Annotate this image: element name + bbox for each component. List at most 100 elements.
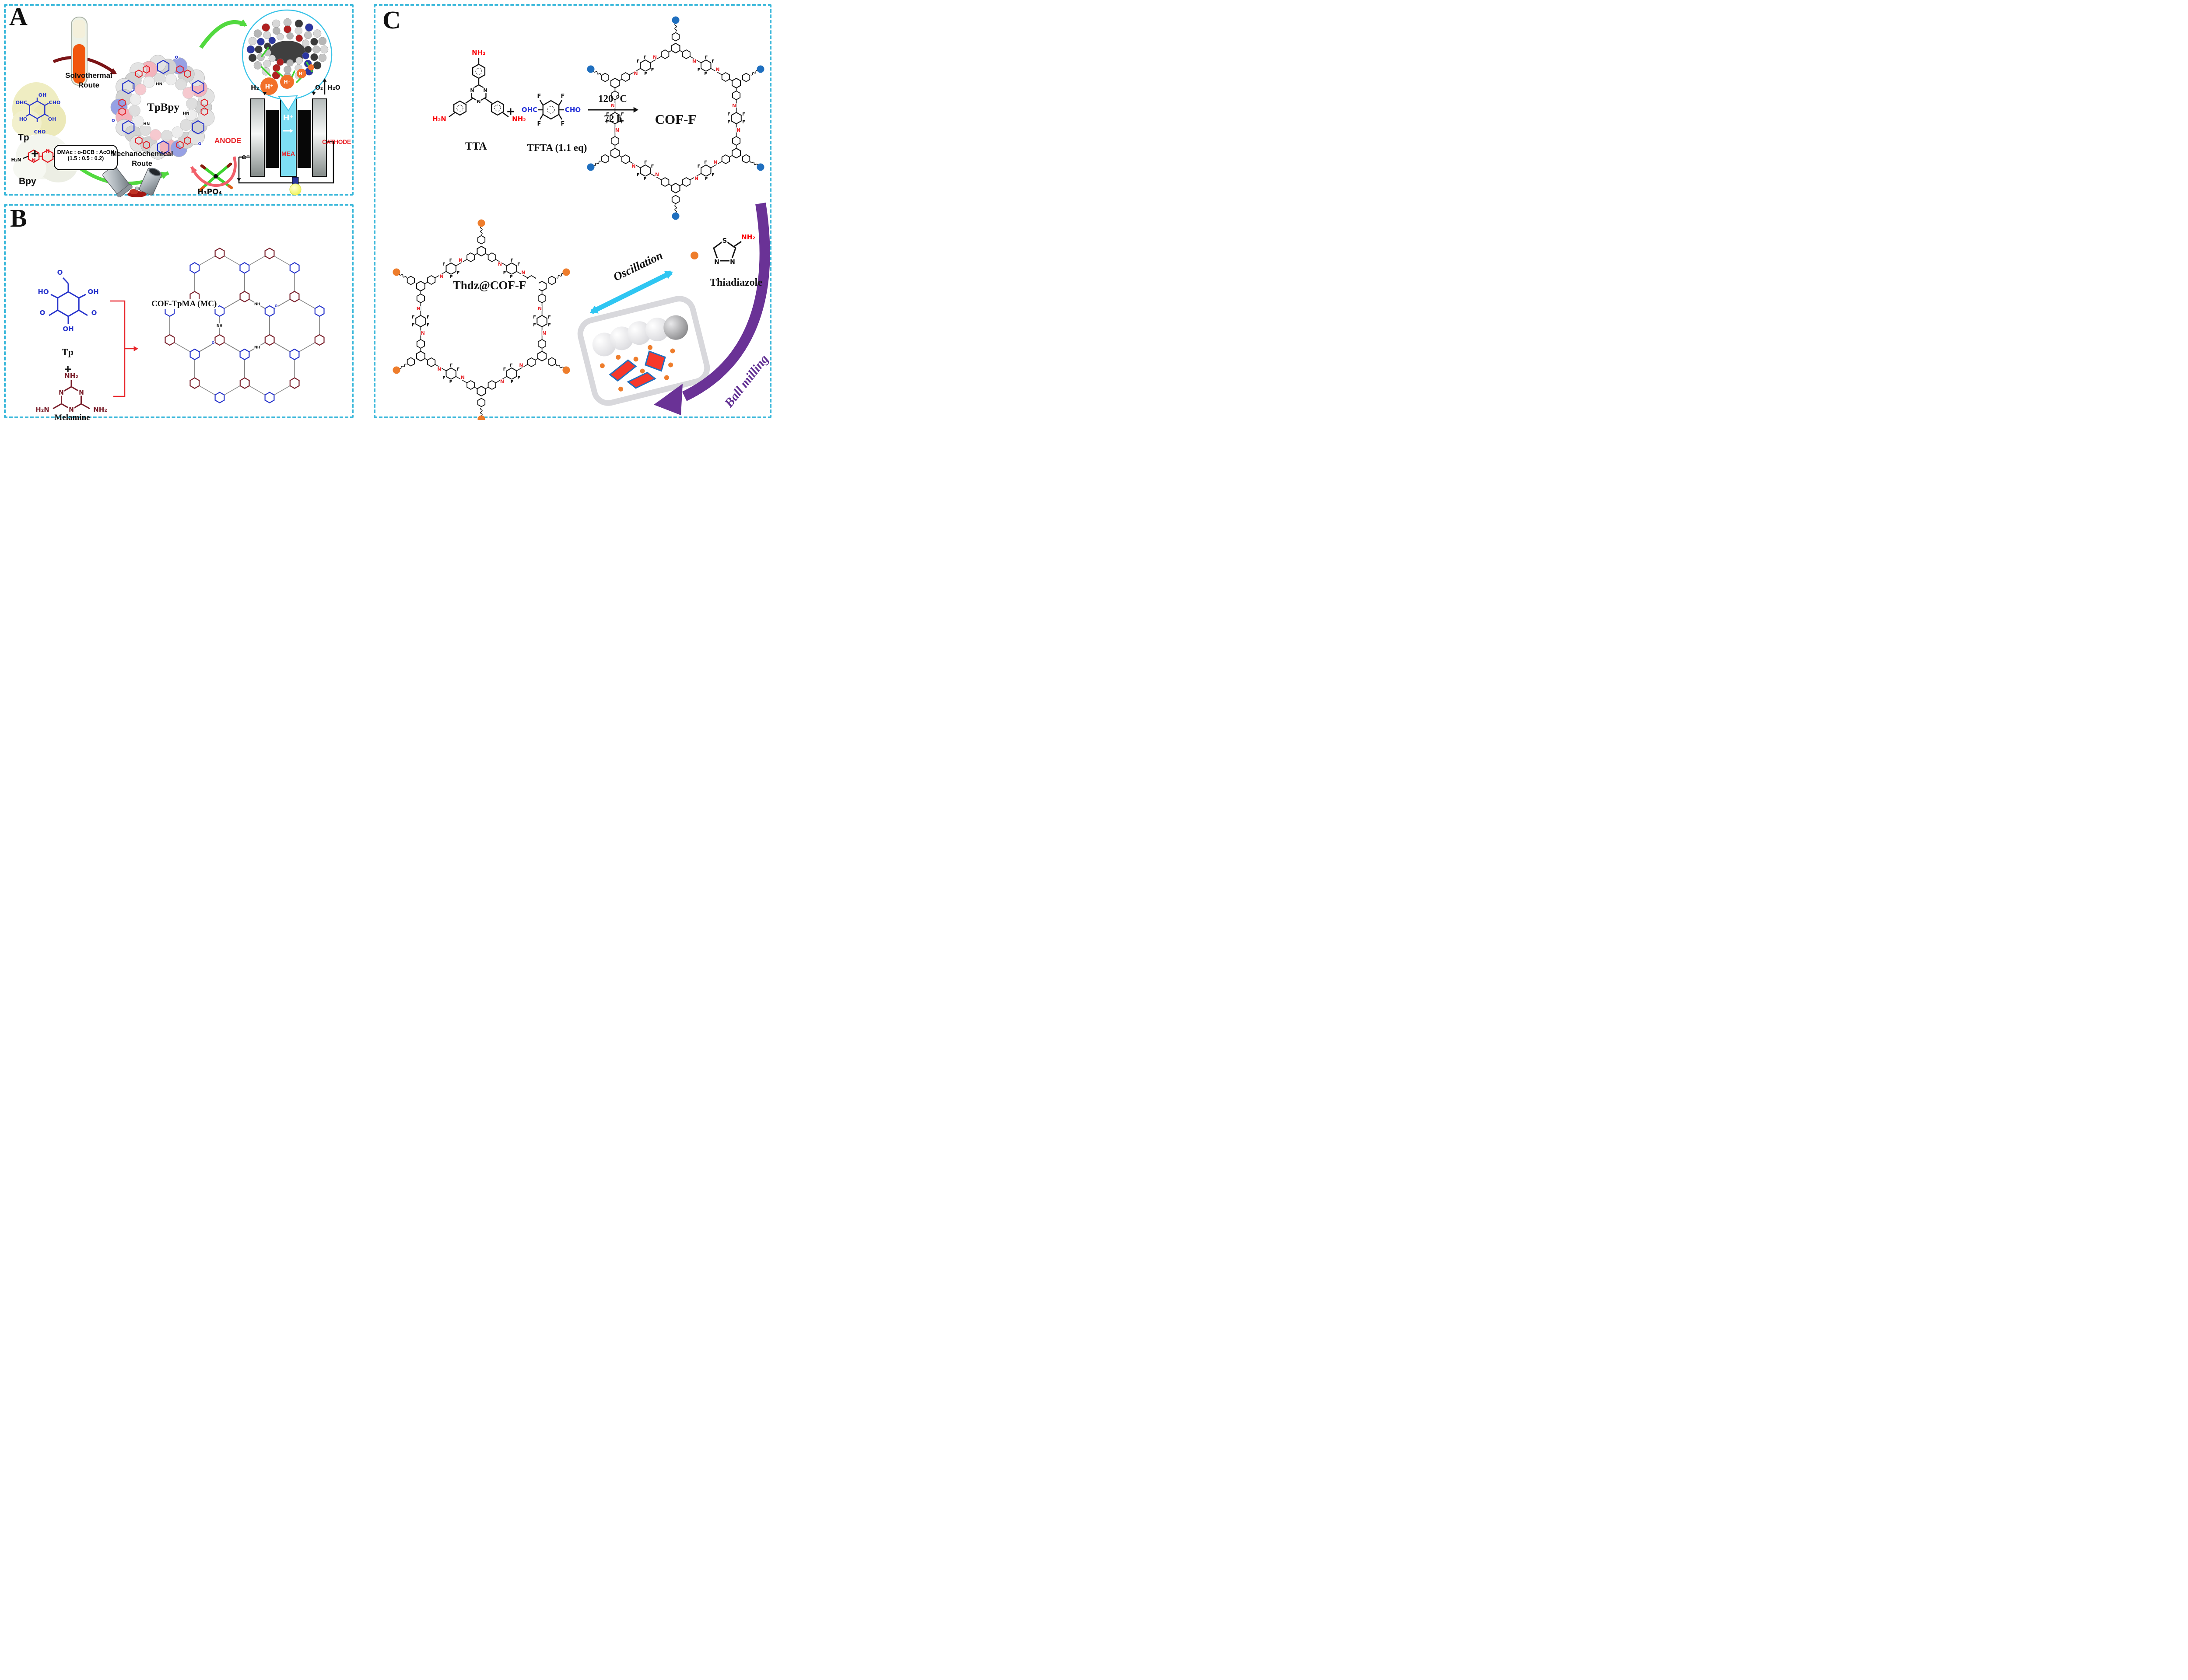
solvothermal-route-line1: Solvothermal bbox=[65, 71, 112, 80]
tp-ohc-left: OHC bbox=[16, 100, 28, 105]
tp-structure-b bbox=[49, 277, 88, 324]
melamine-n3: N bbox=[69, 406, 74, 413]
macrocycle-n-label: N bbox=[611, 103, 615, 108]
macrocycle-n-label: N bbox=[653, 55, 657, 60]
tfta-structure bbox=[538, 100, 564, 120]
anode-catalyst-layer bbox=[266, 110, 279, 168]
inset-proton-label: H⁺ bbox=[284, 79, 290, 85]
macrocycle-f-label: F bbox=[510, 275, 513, 280]
orange-thiadiazole-dot bbox=[477, 219, 485, 227]
tfta-f4: F bbox=[561, 121, 565, 127]
macrocycle-f-label: F bbox=[449, 380, 452, 385]
tpb-oh-right: OH bbox=[88, 288, 98, 296]
macrocycle-f-label: F bbox=[457, 367, 460, 372]
macrocycle-n-label: N bbox=[615, 127, 619, 133]
cathode-label: CATHODE bbox=[322, 138, 351, 145]
thiadiazole-structure bbox=[713, 239, 742, 262]
mechanochemical-route-line1: Mechanochemical bbox=[111, 150, 173, 158]
tp-oh-top: OH bbox=[39, 92, 47, 98]
macrocycle-f-label: F bbox=[412, 315, 415, 320]
macrocycle-n-label: N bbox=[692, 58, 696, 64]
orange-thiadiazole-dot bbox=[562, 366, 570, 374]
tpb-o-right: O bbox=[91, 309, 97, 317]
macrocycle-n-label: N bbox=[542, 330, 546, 336]
mea-proton-label: H⁺ bbox=[283, 113, 294, 122]
plus-sign-c: + bbox=[507, 105, 515, 119]
tfta-f2: F bbox=[561, 93, 565, 100]
milling-container bbox=[577, 296, 710, 406]
thiadiazole-nh2: NH₂ bbox=[741, 233, 755, 241]
macrocycle-f-label: F bbox=[644, 72, 647, 77]
panel-c-label: C bbox=[382, 6, 401, 34]
macrocycle-n-label: N bbox=[421, 330, 425, 336]
macrocycle-f-label: F bbox=[442, 262, 445, 267]
panel-a-label: A bbox=[9, 2, 28, 31]
melamine-n2: N bbox=[79, 389, 84, 396]
anode-electrode bbox=[250, 98, 265, 177]
macrocycle-f-label: F bbox=[511, 258, 514, 263]
macrocycle-f-label: F bbox=[705, 177, 708, 182]
melamine-label: Melamine bbox=[54, 413, 90, 420]
macrocycle-n-label: N bbox=[459, 258, 463, 263]
bpy-n-left: N bbox=[32, 158, 35, 163]
tpbpy-o-label: O bbox=[198, 142, 202, 146]
fuel-cell: H⁺ bbox=[238, 79, 334, 196]
cathode-catalyst-layer bbox=[298, 110, 311, 168]
macrocycle-f-label: F bbox=[606, 120, 609, 125]
macrocycle-f-label: F bbox=[449, 258, 452, 263]
purple-arrowhead bbox=[654, 384, 683, 415]
tfta-ohc: OHC bbox=[522, 106, 537, 114]
melamine-nh2-right: NH₂ bbox=[93, 406, 107, 413]
macrocycle-f-label: F bbox=[727, 112, 730, 117]
tp-cho-bottom: CHO bbox=[34, 129, 46, 135]
macrocycle-f-label: F bbox=[698, 164, 701, 169]
macrocycle-f-label: F bbox=[705, 55, 708, 60]
macrocycle-f-label: F bbox=[621, 112, 624, 117]
macrocycle-f-label: F bbox=[637, 59, 640, 64]
melamine-n1: N bbox=[59, 389, 64, 396]
inset-green-arrow bbox=[199, 20, 247, 49]
macrocycle-n-label: N bbox=[713, 160, 717, 165]
blue-endcap-dot bbox=[757, 65, 764, 73]
milling-ball-dark bbox=[663, 315, 688, 340]
cathode-electrode bbox=[312, 98, 327, 177]
blue-endcap-dot bbox=[757, 163, 764, 171]
blue-endcap-dot bbox=[587, 65, 595, 73]
solvent-line2: (1.5 : 0.5 : 0.2) bbox=[67, 155, 104, 161]
macrocycle-f-label: F bbox=[533, 315, 536, 320]
macrocycle-f-label: F bbox=[427, 323, 430, 328]
purple-ball-milling-arrow bbox=[682, 203, 770, 401]
orange-thiadiazole-dot bbox=[393, 366, 400, 374]
macrocycle-f-label: F bbox=[510, 363, 513, 368]
macrocycle-f-label: F bbox=[450, 275, 453, 280]
macrocycle-f-label: F bbox=[606, 112, 609, 117]
macrocycle-f-label: F bbox=[727, 120, 730, 125]
cyan-oscillation-arrow bbox=[590, 270, 673, 314]
tp-oh-right: OH bbox=[48, 116, 56, 122]
macrocycle-f-label: F bbox=[503, 367, 506, 372]
blue-endcap-dot bbox=[672, 16, 680, 24]
macrocycle-f-label: F bbox=[511, 380, 514, 385]
plus-sign-b: + bbox=[64, 362, 72, 376]
macrocycle-f-label: F bbox=[651, 68, 654, 73]
macrocycle-n-label: N bbox=[437, 366, 441, 372]
tfta-label: TFTA (1.1 eq) bbox=[527, 142, 587, 153]
electron-label: e⁻ bbox=[242, 153, 250, 161]
network-nh-label: NH bbox=[254, 346, 260, 350]
macrocycle-n-label: N bbox=[732, 103, 736, 108]
macrocycle-f-label: F bbox=[644, 177, 647, 182]
macrocycle-f-label: F bbox=[712, 173, 715, 178]
tta-structure bbox=[449, 58, 509, 117]
orange-thiadiazole-dot bbox=[393, 268, 400, 276]
anode-label: ANODE bbox=[214, 136, 242, 145]
tpbpy-label: TpBpy bbox=[147, 102, 179, 113]
thiadiazole-dots bbox=[600, 345, 675, 392]
macrocycle-f-label: F bbox=[704, 72, 707, 77]
cof-f-label: COF-F bbox=[655, 112, 697, 127]
macrocycle-n-label: N bbox=[631, 163, 635, 169]
macrocycle-f-label: F bbox=[457, 271, 460, 276]
panel-a-graphics: OH OHC CHO HO OH CHO H₂N N N NH₂ bbox=[11, 9, 334, 197]
